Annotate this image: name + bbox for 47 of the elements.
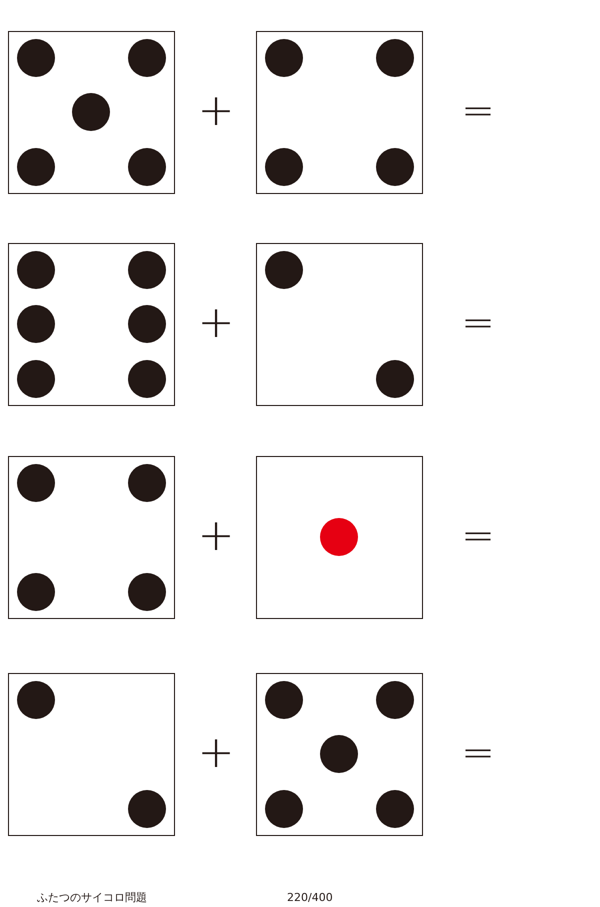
pip: [16, 148, 54, 186]
plus-sign: +: [198, 300, 234, 344]
equals-sign: =: [461, 732, 495, 772]
pip: [376, 790, 414, 828]
pip: [264, 790, 302, 828]
pip: [16, 305, 54, 343]
pip: [128, 148, 166, 186]
die-face: [256, 243, 423, 406]
pip: [264, 148, 302, 186]
equals-sign: =: [461, 516, 495, 556]
pip: [16, 572, 54, 610]
pip: [72, 93, 110, 131]
pip: [264, 250, 302, 288]
pip: [16, 464, 54, 502]
die-face: [8, 243, 175, 406]
pip: [376, 148, 414, 186]
pip: [16, 38, 54, 76]
die-face: [8, 673, 175, 836]
pip: [128, 305, 166, 343]
pip: [376, 38, 414, 76]
pip: [264, 680, 302, 718]
worksheet-title: ふたつのサイコロ問題: [37, 892, 147, 902]
pip: [320, 518, 358, 556]
pip: [376, 360, 414, 398]
die-face: [256, 673, 423, 836]
equals-sign: =: [461, 90, 495, 130]
pip: [320, 735, 358, 773]
pip: [376, 680, 414, 718]
pip: [16, 360, 54, 398]
plus-sign: +: [198, 513, 234, 558]
die-face: [256, 31, 423, 194]
die-face: [8, 456, 175, 619]
plus-sign: +: [198, 730, 234, 774]
die-face: [8, 31, 175, 194]
pip: [128, 38, 166, 76]
pip: [128, 572, 166, 610]
pip: [16, 680, 54, 718]
equals-sign: =: [461, 302, 495, 342]
pip: [264, 38, 302, 76]
pip: [16, 250, 54, 288]
die-face: [256, 456, 423, 619]
pip: [128, 464, 166, 502]
pip: [128, 250, 166, 288]
pip: [128, 360, 166, 398]
plus-sign: +: [198, 88, 234, 132]
page-number: 220/400: [287, 892, 333, 902]
pip: [128, 790, 166, 828]
